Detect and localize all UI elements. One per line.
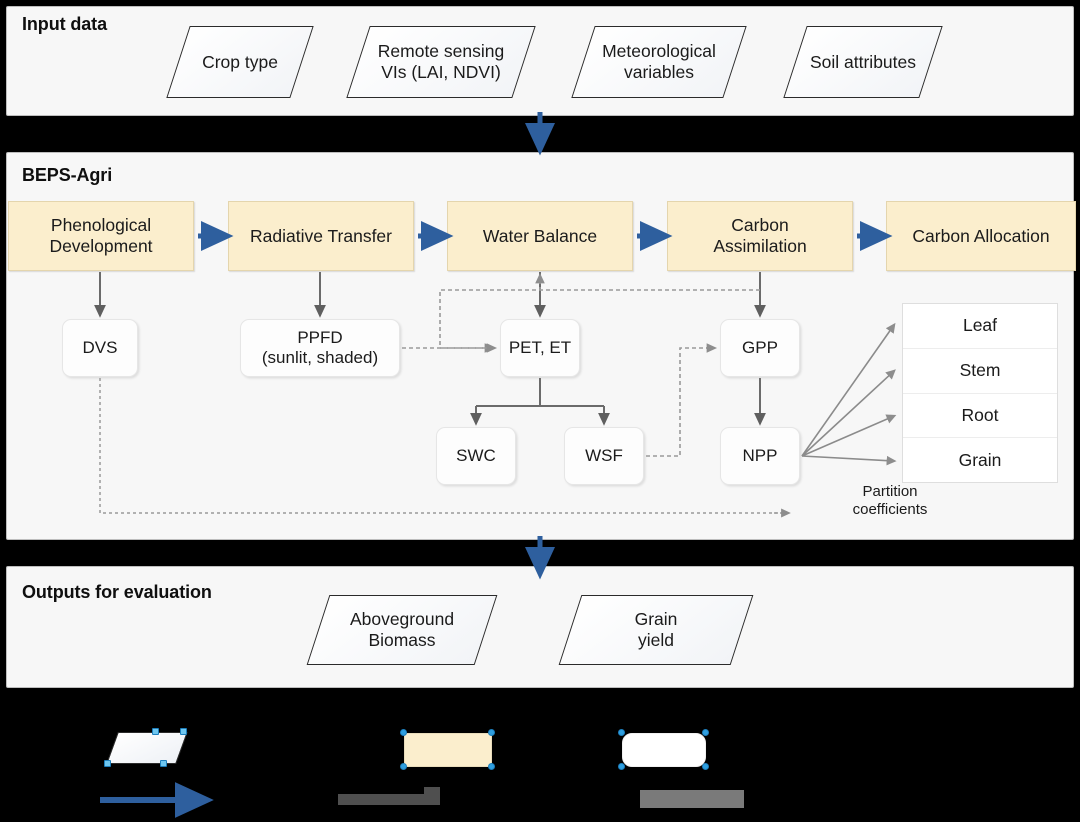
legend-para-handle-bl[interactable] (104, 760, 111, 767)
dotted-assimilation-feedback-to-pet (439, 289, 760, 353)
legend-var-handle-bl[interactable] (618, 763, 625, 770)
legend-var-handle-tl[interactable] (618, 729, 625, 736)
arrow-pet-branch (470, 378, 610, 426)
legend-label-redaction-dashed-cap (424, 787, 440, 799)
legend-para-handle-br[interactable] (160, 760, 167, 767)
process-water-balance[interactable]: Water Balance (447, 201, 633, 271)
panel-beps-agri-title: BEPS-Agri (22, 165, 113, 185)
variable-swc[interactable]: SWC (436, 427, 516, 485)
arrow-npp-to-root (801, 414, 897, 457)
legend-label-redaction-dotted (640, 790, 744, 808)
allocation-row-stem: Stem (903, 349, 1057, 394)
legend-shape-variable-box[interactable] (622, 733, 706, 767)
allocation-row-grain: Grain (958, 449, 1002, 470)
legend-para-handle-tl[interactable] (152, 728, 159, 735)
legend-var-handle-tr[interactable] (702, 729, 709, 736)
variable-wsf[interactable]: WSF (564, 427, 644, 485)
partition-coefficients-label: Partition coefficients (852, 483, 928, 519)
legend-shape-process-box[interactable] (404, 733, 492, 767)
legend-shape-parallelogram[interactable] (106, 732, 188, 764)
dotted-wsf-to-gpp (646, 343, 718, 457)
arrow-npp-to-stem (801, 369, 896, 457)
arrows-npp-to-allocation (801, 322, 897, 466)
legend-proc-handle-br[interactable] (488, 763, 495, 770)
panel-outputs (6, 566, 1074, 688)
arrow-npp-to-grain (801, 455, 897, 466)
legend-label-redaction-dashed (338, 794, 440, 805)
panel-outputs-title: Outputs for evaluation (22, 582, 212, 602)
variable-npp[interactable]: NPP (720, 427, 800, 485)
allocation-row-root: Root (903, 394, 1057, 439)
variable-pet-et[interactable]: PET, ET (500, 319, 580, 377)
legend-var-handle-br[interactable] (702, 763, 709, 770)
process-carbon-assimilation[interactable]: Carbon Assimilation (667, 201, 853, 271)
legend-proc-handle-bl[interactable] (400, 763, 407, 770)
panel-input-data-title: Input data (22, 14, 107, 34)
arrow-npp-to-leaf (801, 322, 896, 457)
allocation-row-leaf: Leaf (903, 304, 1057, 349)
legend-proc-handle-tl[interactable] (400, 729, 407, 736)
variable-dvs[interactable]: DVS (62, 319, 138, 377)
process-phenological-development[interactable]: Phenological Development (8, 201, 194, 271)
allocation-table: Leaf Stem Root Grain (902, 303, 1058, 483)
dotted-dvs-to-partition (99, 378, 791, 518)
variable-gpp[interactable]: GPP (720, 319, 800, 377)
legend-proc-handle-tr[interactable] (488, 729, 495, 736)
legend-para-handle-tr[interactable] (180, 728, 187, 735)
variable-ppfd[interactable]: PPFD (sunlit, shaded) (240, 319, 400, 377)
process-radiative-transfer[interactable]: Radiative Transfer (228, 201, 414, 271)
